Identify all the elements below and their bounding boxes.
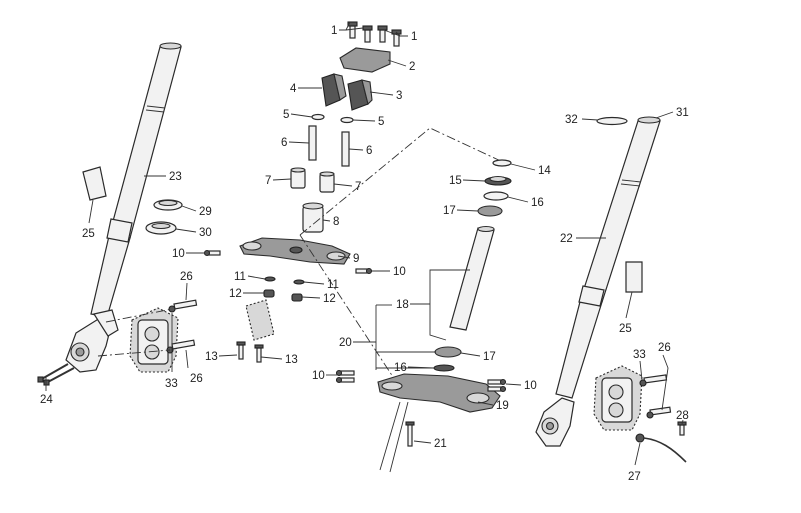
callout-c17a: 17: [443, 205, 456, 217]
callout-c30: 30: [199, 227, 212, 239]
callout-c6b: 6: [366, 145, 372, 157]
callout-c1a: 1: [331, 25, 337, 37]
callout-c33a: 33: [165, 378, 178, 390]
callout-c3: 3: [396, 90, 402, 102]
callout-c27: 27: [628, 471, 641, 483]
callout-c18: 18: [396, 299, 409, 311]
right-fork-leg: [535, 116, 661, 447]
callout-c26c: 26: [658, 342, 671, 354]
callout-c16a: 16: [531, 197, 544, 209]
callout-c10d: 10: [524, 380, 537, 392]
callout-c9: 9: [353, 253, 359, 265]
callout-c19: 19: [496, 400, 509, 412]
callout-c22: 22: [560, 233, 573, 245]
callout-c4: 4: [290, 83, 297, 95]
leader-lines: [45, 21, 684, 466]
callout-c24: 24: [40, 394, 53, 406]
callout-c2: 2: [409, 61, 415, 73]
callout-c33b: 33: [633, 349, 646, 361]
callout-c21: 21: [434, 438, 447, 450]
callout-c16b: 16: [394, 362, 407, 374]
axle-bolts-24: [37, 363, 75, 386]
left-brake-caliper: [129, 307, 179, 373]
callout-c14: 14: [538, 165, 551, 177]
callout-c31: 31: [676, 107, 689, 119]
callout-c25b: 25: [619, 323, 632, 335]
callout-c7a: 7: [265, 175, 271, 187]
callout-c13b: 13: [285, 354, 298, 366]
callout-c17b: 17: [483, 351, 496, 363]
callout-c7b: 7: [355, 181, 361, 193]
callout-c11b: 11: [327, 279, 339, 291]
callout-c11a: 11: [234, 271, 246, 283]
callout-c25a: 25: [82, 228, 95, 240]
callout-c10b: 10: [393, 266, 406, 278]
left-small-parts: [82, 166, 183, 235]
callout-c1b: 1: [411, 31, 417, 43]
callout-c10a: 10: [172, 248, 185, 260]
callout-c26a: 26: [180, 271, 193, 283]
callout-c8: 8: [333, 216, 339, 228]
left-fork-leg: [65, 42, 182, 373]
right-brake-caliper: [593, 365, 687, 463]
callout-c5b: 5: [378, 116, 384, 128]
callout-c5a: 5: [283, 109, 289, 121]
caliper-bolts-26: [97, 299, 198, 357]
steering-stem-assembly: [299, 127, 512, 473]
callout-c29: 29: [199, 206, 212, 218]
callout-c13a: 13: [205, 351, 218, 363]
handlebar-clamp-top: [203, 21, 402, 363]
callout-c6a: 6: [281, 137, 287, 149]
callout-c23: 23: [169, 171, 182, 183]
callout-c26b: 26: [190, 373, 203, 385]
callout-c15: 15: [449, 175, 462, 187]
callout-c12b: 12: [323, 293, 336, 305]
callout-c10c: 10: [312, 370, 325, 382]
callout-c20: 20: [339, 337, 352, 349]
callout-c28: 28: [676, 410, 689, 422]
callout-c12a: 12: [229, 288, 242, 300]
callout-c32: 32: [565, 114, 578, 126]
